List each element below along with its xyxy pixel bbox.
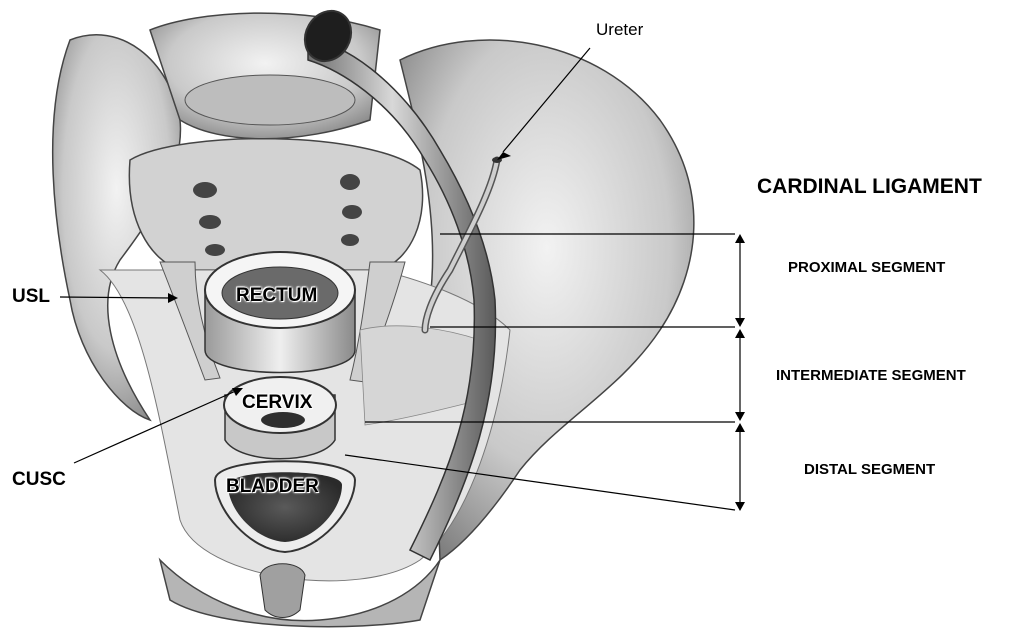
proximal-segment-label: PROXIMAL SEGMENT: [788, 259, 945, 276]
distal-segment-label: DISTAL SEGMENT: [804, 461, 935, 478]
cusc-label: CUSC: [12, 469, 66, 491]
bladder-label: BLADDER: [226, 476, 319, 498]
ureter-label: Ureter: [596, 20, 643, 40]
rectum-label: RECTUM: [236, 285, 317, 307]
sacrum: [129, 139, 422, 270]
urethra: [260, 564, 305, 618]
cervix-label: CERVIX: [242, 392, 312, 414]
cardinal-ligament-title: CARDINAL LIGAMENT: [757, 175, 982, 199]
cervix-os: [261, 412, 305, 428]
intermediate-segment-label: INTERMEDIATE SEGMENT: [776, 367, 966, 384]
usl-label: USL: [12, 286, 50, 308]
